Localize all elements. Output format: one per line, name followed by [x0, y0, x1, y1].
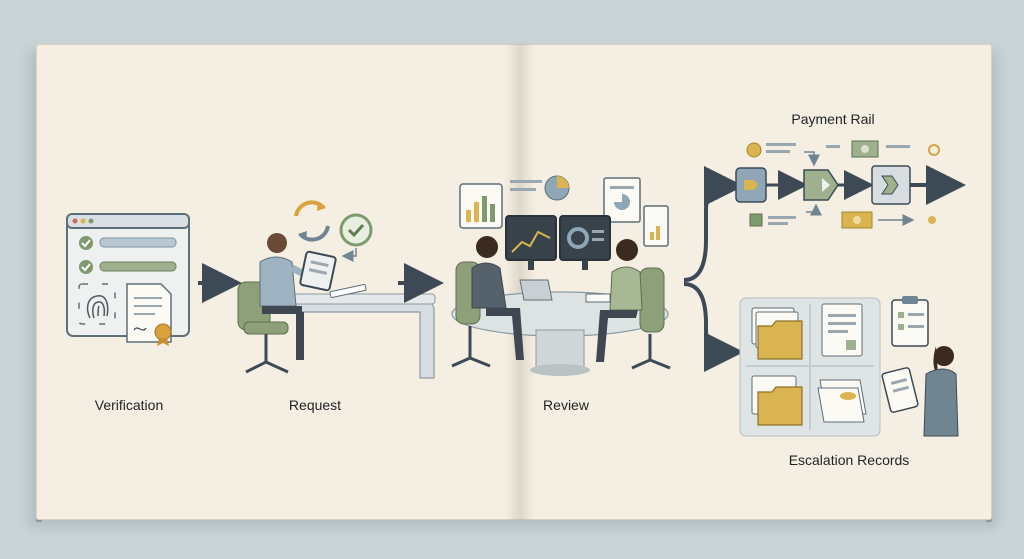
report-icon: [603, 177, 669, 247]
refresh-cycle-icon: [294, 200, 330, 242]
fingerprint-icon: [78, 283, 116, 325]
stage-label-payment-rail: Payment Rail: [791, 111, 875, 127]
escalation-records-panel: [739, 297, 881, 437]
stage-label-escalation-records: Escalation Records: [788, 452, 910, 468]
review-desk-scene: [451, 215, 671, 376]
payment-rail-flow: [735, 140, 966, 229]
folder-icon: [751, 307, 803, 360]
records-clerk-figure: [881, 346, 959, 437]
stage-label-request: Request: [288, 397, 342, 413]
check-badge-icon: [339, 213, 373, 262]
branch-arrows: [683, 166, 744, 372]
open-book: [36, 44, 992, 520]
pie-chart-icon: [510, 175, 570, 201]
clipboard-icon: [891, 296, 929, 347]
bar-chart-icon: [459, 183, 503, 229]
stage-label-review: Review: [543, 397, 589, 413]
request-desk-scene: [237, 233, 436, 379]
certificate-icon: [126, 283, 172, 346]
stage-label-verification: Verification: [94, 397, 164, 413]
